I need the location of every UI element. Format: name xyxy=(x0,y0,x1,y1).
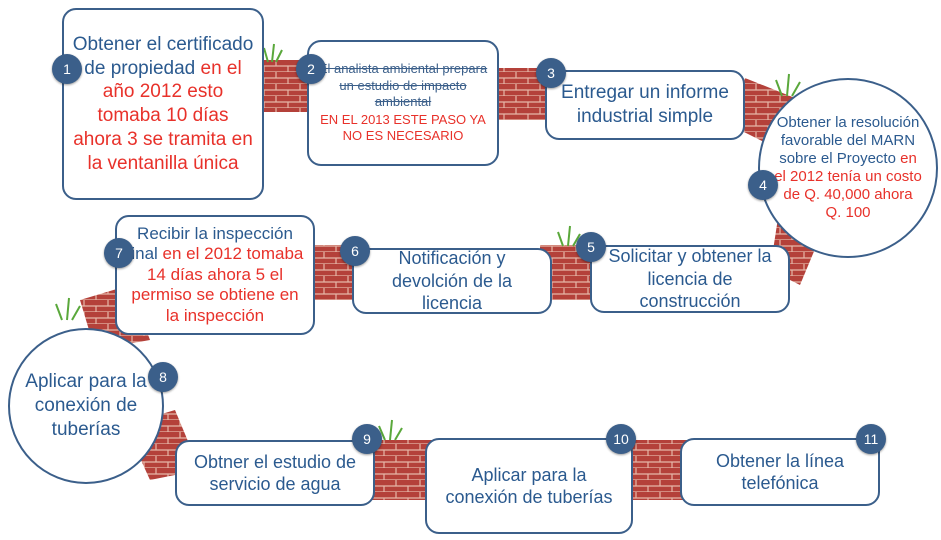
step-1-box: Obtener el certificado de propiedad en e… xyxy=(62,8,264,200)
step-number-badge: 5 xyxy=(576,232,606,262)
step-text: Obtener la resolución favorable del MARN… xyxy=(776,114,920,167)
step-note: en el año 2012 esto tomaba 10 días ahora… xyxy=(73,57,253,174)
step-text: Notificación y devolción de la licencia xyxy=(391,248,513,314)
step-text: Aplicar para la conexión de tuberías xyxy=(25,371,147,440)
step-text: Obtener el certificado de propiedad xyxy=(72,33,254,79)
step-number-badge: 7 xyxy=(104,238,134,268)
step-note: en el 2012 tenía un costo de Q. 40,000 a… xyxy=(774,150,922,221)
step-7-box: Recibir la inspección final en el 2012 t… xyxy=(115,215,315,335)
step-note: EN EL 2013 ESTE PASO YA NO ES NECESARIO xyxy=(320,112,486,144)
step-5-box: Solicitar y obtener la licencia de const… xyxy=(590,245,790,313)
step-number-badge: 3 xyxy=(536,58,566,88)
step-number-badge: 8 xyxy=(148,362,178,392)
step-number-badge: 11 xyxy=(856,424,886,454)
step-3-box: Entregar un informe industrial simple xyxy=(545,70,745,140)
step-number-badge: 1 xyxy=(52,54,82,84)
step-text: Solicitar y obtener la licencia de const… xyxy=(608,246,772,312)
step-4-box: Obtener la resolución favorable del MARN… xyxy=(758,78,938,258)
step-6-box: Notificación y devolción de la licencia xyxy=(352,248,552,314)
step-number-badge: 9 xyxy=(352,424,382,454)
step-11-box: Obtener la línea telefónica xyxy=(680,438,880,506)
step-number-badge: 6 xyxy=(340,236,370,266)
step-text: Obtner el estudio de servicio de agua xyxy=(193,451,357,495)
step-note: en el 2012 tomaba 14 días ahora 5 el per… xyxy=(131,244,304,325)
step-9-box: Obtner el estudio de servicio de agua xyxy=(175,440,375,506)
step-number-badge: 4 xyxy=(748,170,778,200)
step-number-badge: 2 xyxy=(296,54,326,84)
step-text: Aplicar para la conexión de tuberías xyxy=(445,464,613,508)
step-8-box: Aplicar para la conexión de tuberías xyxy=(8,328,164,484)
step-text: Recibir la inspección final xyxy=(126,224,293,264)
step-struck-text: El analista ambiental prepara un estudio… xyxy=(318,61,488,109)
step-2-box: El analista ambiental prepara un estudio… xyxy=(307,40,499,166)
step-10-box: Aplicar para la conexión de tuberías xyxy=(425,438,633,534)
grass-icon xyxy=(55,43,801,441)
step-text: Obtener la línea telefónica xyxy=(715,450,845,494)
step-number-badge: 10 xyxy=(606,424,636,454)
step-text: Entregar un informe industrial simple xyxy=(561,82,729,127)
